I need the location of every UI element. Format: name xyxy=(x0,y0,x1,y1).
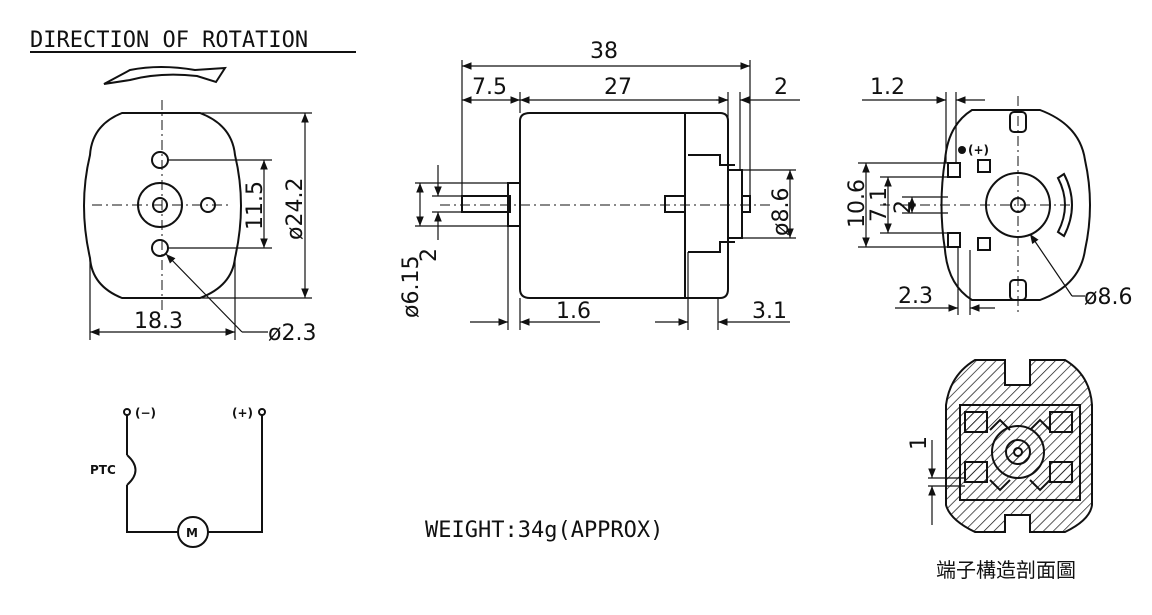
dim-height-label: ø24.2 xyxy=(283,178,308,240)
terminal-minus xyxy=(123,408,131,416)
rotation-arrow-icon xyxy=(103,66,227,85)
dim-holes-label: 11.5 xyxy=(243,181,268,230)
dim-2-label: 2 xyxy=(891,200,916,214)
dim-7-1-label: 7.1 xyxy=(867,187,892,222)
dim-1-6-label: 1.6 xyxy=(556,299,591,324)
rear-boss xyxy=(727,169,743,239)
ptc-label: PTC xyxy=(90,463,116,477)
ptc-symbol xyxy=(126,454,137,486)
motor-label: M xyxy=(186,526,198,540)
dim-boss-label: ø8.6 xyxy=(769,188,794,236)
brush-slot xyxy=(1056,172,1073,238)
dim-total-label: 38 xyxy=(590,39,618,64)
dim-end-label: 2 xyxy=(774,75,788,100)
dim-1-label: 1 xyxy=(907,436,932,450)
dim-body-label: 27 xyxy=(604,75,632,100)
rotation-title: DIRECTION OF ROTATION xyxy=(30,28,308,53)
section-title: 端子構造剖面圖 xyxy=(936,558,1076,582)
section-commutator xyxy=(991,425,1045,479)
mount-hole-bottom xyxy=(151,239,169,257)
front-boss xyxy=(137,182,183,228)
front-view: 11.5 ø24.2 18.3 ø2.3 xyxy=(83,100,316,346)
dim-shaft-small-label: 2 xyxy=(417,248,442,262)
section-view: 1 端子構造剖面圖 xyxy=(907,359,1093,582)
side-view: 38 7.5 27 2 ø8.6 ø6.15 2 1.6 xyxy=(399,39,800,330)
dim-hole-dia-label: ø2.3 xyxy=(268,321,316,346)
rear-view: (+) 1.2 10.6 7.1 2 2.3 ø8.6 xyxy=(845,75,1132,315)
rear-plus-mark: (+) xyxy=(968,143,989,157)
motor-body xyxy=(519,112,729,299)
plus-label: (+) xyxy=(232,406,253,420)
rear-boss-dia-label: ø8.6 xyxy=(1084,285,1132,310)
mount-hole-top xyxy=(151,151,169,169)
terminal-plus xyxy=(258,408,266,416)
motor-symbol xyxy=(177,516,209,548)
section-cavity xyxy=(959,404,1081,501)
dim-2-3-label: 2.3 xyxy=(898,284,933,309)
dim-1-2-label: 1.2 xyxy=(870,75,905,100)
dim-10-6-label: 10.6 xyxy=(845,179,870,228)
dim-3-1-label: 3.1 xyxy=(752,299,787,324)
weight-label: WEIGHT:34g(APPROX) xyxy=(425,518,663,543)
dim-width-label: 18.3 xyxy=(134,309,183,334)
minus-label: (−) xyxy=(135,406,156,420)
dim-shaft-dia-label: ø6.15 xyxy=(399,256,424,318)
vent-hole xyxy=(200,197,216,213)
shaft xyxy=(461,195,511,213)
dim-shaft-label: 7.5 xyxy=(472,75,507,100)
rotation-header: DIRECTION OF ROTATION xyxy=(30,28,356,85)
rear-boss xyxy=(985,172,1051,238)
circuit-diagram: (−) (+) PTC M xyxy=(90,406,266,548)
